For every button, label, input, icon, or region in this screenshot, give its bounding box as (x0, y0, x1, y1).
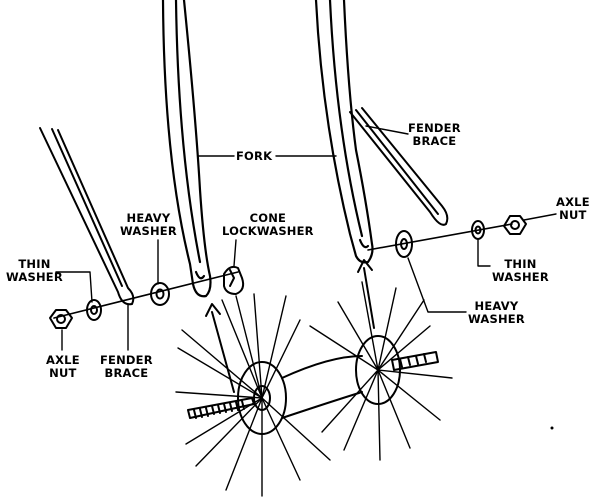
label-axle-nut-left: AXLE NUT (46, 354, 80, 380)
label-fender-brace-right-line2: BRACE (412, 134, 457, 148)
label-fender-brace-right-line1: FENDER (408, 121, 461, 135)
right-fork-blade (314, 0, 374, 264)
left-heavy-washer-part (150, 282, 170, 306)
label-thin-washer-left-line2: WASHER (6, 270, 63, 284)
label-heavy-washer-left-line2: WASHER (120, 224, 177, 238)
right-axle-line (367, 223, 513, 251)
label-fork-line1: FORK (236, 149, 273, 163)
right-heavy-washer-part (395, 230, 413, 258)
label-heavy-washer-right-line2: WASHER (468, 312, 525, 326)
left-fork-blade (161, 0, 212, 298)
right-flange-spokes (309, 281, 453, 461)
label-fender-brace-left: FENDER BRACE (100, 354, 153, 380)
label-axle-nut-left-line2: NUT (49, 366, 77, 380)
label-heavy-washer-right-line1: HEAVY (474, 299, 519, 313)
label-cone-lockwasher-line1: CONE (249, 211, 287, 225)
label-thin-washer-left: THIN WASHER (6, 258, 63, 284)
label-heavy-washer-left: HEAVY WASHER (120, 212, 177, 238)
label-thin-washer-right-line1: THIN (504, 257, 537, 271)
left-fender-brace-part (39, 127, 135, 306)
label-fork: FORK (236, 150, 272, 163)
label-fender-brace-right: FENDER BRACE (408, 122, 461, 148)
label-fender-brace-left-line1: FENDER (100, 353, 153, 367)
label-cone-lockwasher-line2: LOCKWASHER (222, 224, 314, 238)
label-cone-lockwasher: CONE LOCKWASHER (222, 212, 314, 238)
label-heavy-washer-right: HEAVY WASHER (468, 300, 525, 326)
label-axle-nut-right: AXLE NUT (556, 196, 590, 222)
label-fender-brace-left-line2: BRACE (104, 366, 149, 380)
label-axle-nut-left-line1: AXLE (46, 353, 80, 367)
left-axle-nut-part (49, 309, 73, 329)
label-axle-nut-right-line1: AXLE (556, 195, 590, 209)
label-heavy-washer-left-line1: HEAVY (126, 211, 171, 225)
right-axle-nut-part (503, 215, 527, 235)
label-thin-washer-right-line2: WASHER (492, 270, 549, 284)
right-thin-washer-part (471, 220, 485, 240)
label-axle-nut-right-line2: NUT (559, 208, 587, 222)
label-thin-washer-left-line1: THIN (18, 257, 51, 271)
left-thin-washer-part (86, 299, 102, 321)
left-axle-line (53, 271, 239, 319)
cone-lockwasher-part (223, 265, 245, 295)
label-thin-washer-right: THIN WASHER (492, 258, 549, 284)
left-flange-spokes (175, 293, 331, 497)
leader-lines (55, 125, 557, 351)
